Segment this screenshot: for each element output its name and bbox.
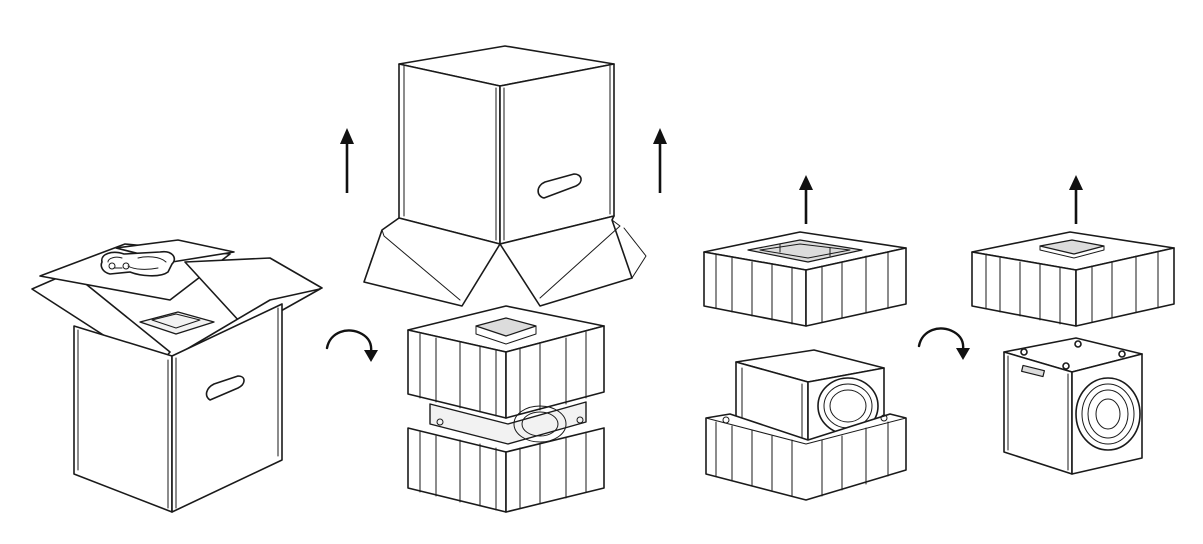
arrow-up-icon [653, 128, 667, 193]
step-4-speaker [1003, 337, 1143, 475]
rotate-clockwise-icon [325, 329, 378, 362]
step-2-lifted-box [340, 45, 667, 307]
arrow-up-icon [799, 175, 813, 224]
step-1-open-box [31, 239, 323, 513]
step-3-lift-foam [703, 175, 907, 327]
arrow-up-icon [1069, 175, 1083, 224]
arrow-up-icon [340, 128, 354, 193]
step-3-speaker-in-foam [705, 349, 907, 501]
step-2-foam-stack [407, 305, 605, 513]
accessory-bundle [100, 250, 176, 277]
step-4-foam-removed [971, 175, 1175, 327]
rotate-clockwise-icon [917, 327, 970, 360]
